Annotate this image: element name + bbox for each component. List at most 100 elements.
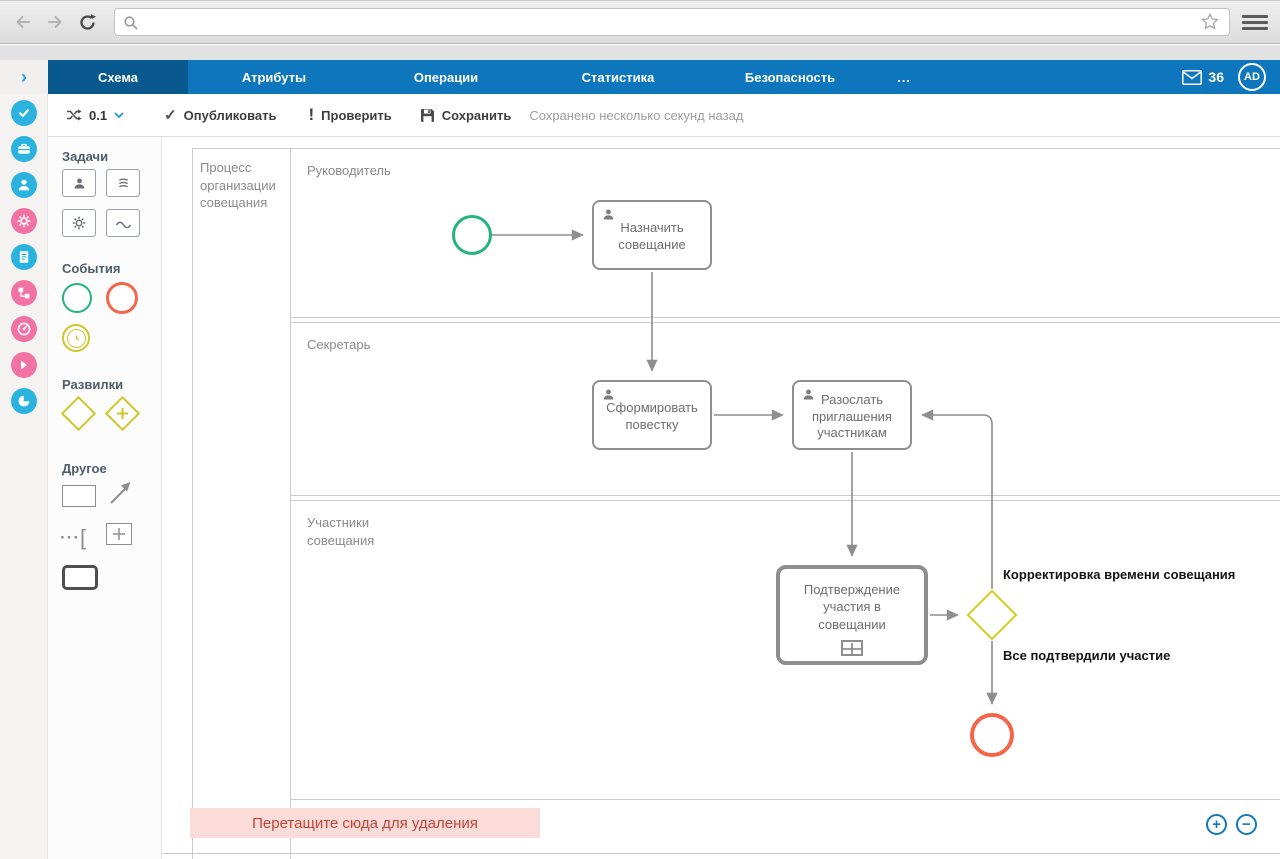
mail-indicator[interactable]: 36 <box>1182 69 1224 85</box>
diagram-toolbar: 0.1 ✓ Опубликовать ! Проверить Сохранить… <box>48 94 1280 137</box>
task-form-agenda[interactable]: Сформировать повестку <box>592 380 712 450</box>
lane-secretary[interactable]: Секретарь <box>290 322 1280 496</box>
reload-button[interactable] <box>74 9 100 35</box>
tab-more[interactable]: ... <box>897 69 911 85</box>
sidebar-item-launch[interactable] <box>10 352 37 378</box>
palette-script-task[interactable] <box>106 169 140 197</box>
palette-section-gateways: Развилки <box>62 377 124 392</box>
publish-button[interactable]: ✓ Опубликовать <box>164 106 276 124</box>
tilde-icon <box>115 221 131 228</box>
subprocess-expand-marker[interactable] <box>841 640 863 656</box>
timer-icon <box>66 328 86 348</box>
validate-button[interactable]: ! Проверить <box>309 105 392 125</box>
palette-parallel-gateway[interactable] <box>104 395 141 432</box>
chevron-right-icon: › <box>21 66 27 87</box>
sidebar-item-reports[interactable] <box>10 388 37 414</box>
person-icon <box>803 389 814 400</box>
sidebar-item-projects[interactable] <box>10 136 37 162</box>
address-bar[interactable] <box>114 8 1230 36</box>
tab-schema[interactable]: Схема <box>48 60 188 94</box>
task-send-invitations[interactable]: Разослать приглашения участникам <box>792 380 912 450</box>
app-navbar: › Схема Атрибуты Операции Статистика Без… <box>0 60 1280 94</box>
zoom-out-button[interactable]: − <box>1236 814 1257 835</box>
sidebar-item-metrics[interactable] <box>10 316 37 342</box>
validate-label: Проверить <box>321 107 392 123</box>
flowchart-icon <box>18 287 29 299</box>
pie-chart-icon <box>18 395 30 407</box>
person-icon <box>74 177 84 189</box>
canvas-bottom-border <box>162 853 1280 854</box>
save-button[interactable]: Сохранить <box>420 107 512 123</box>
back-icon <box>16 16 30 28</box>
tab-statistics[interactable]: Статистика <box>581 69 655 85</box>
person-icon <box>18 179 29 191</box>
avatar[interactable]: AD <box>1238 63 1266 91</box>
pool-left-border <box>192 148 193 859</box>
delete-drop-zone[interactable]: Перетащите сюда для удаления <box>190 808 540 838</box>
dots-icon: ··· <box>60 528 80 547</box>
search-icon <box>124 15 138 30</box>
forward-icon <box>48 16 62 28</box>
palette-section-events: События <box>62 261 121 276</box>
palette-connector-arrow[interactable] <box>106 479 136 509</box>
pool-top-border <box>192 148 290 149</box>
tab-operations[interactable]: Операции <box>413 69 479 85</box>
sidebar-expand-button[interactable]: › <box>0 60 48 94</box>
palette-timer-event[interactable] <box>62 324 90 352</box>
lane-label: Руководитель <box>307 163 391 178</box>
palette-wave-task[interactable] <box>106 209 140 237</box>
sidebar-item-contacts[interactable] <box>10 172 37 198</box>
floppy-disk-icon <box>420 108 434 122</box>
palette-end-event[interactable] <box>106 282 138 314</box>
forward-button[interactable] <box>42 9 68 35</box>
envelope-icon <box>1182 69 1203 85</box>
chrome-strip <box>0 45 1280 60</box>
subprocess-confirm-participation[interactable]: Подтверждение участия в совещании <box>776 565 928 665</box>
palette-group[interactable] <box>62 565 98 590</box>
clock-hands-icon <box>75 334 79 340</box>
shape-palette: Задачи События Развилки Другое ···[ <box>48 137 162 859</box>
tab-security[interactable]: Безопасность <box>744 69 836 85</box>
menu-button[interactable] <box>1242 11 1268 33</box>
start-event[interactable] <box>452 215 492 255</box>
sidebar-item-documents[interactable] <box>10 244 37 270</box>
bookmark-star-icon[interactable] <box>1199 11 1221 33</box>
palette-service-task[interactable] <box>62 209 96 237</box>
script-icon <box>118 178 128 187</box>
pool-label[interactable]: Процесс организации совещания <box>200 160 276 211</box>
check-icon: ✓ <box>164 107 177 124</box>
plus-icon <box>843 643 861 655</box>
sidebar-item-tasks[interactable] <box>10 100 37 126</box>
back-button[interactable] <box>10 9 36 35</box>
palette-rectangle[interactable] <box>62 485 96 507</box>
subprocess-label: Подтверждение участия в совещании <box>803 581 901 632</box>
end-event[interactable] <box>970 713 1014 757</box>
lane-manager[interactable]: Руководитель <box>290 148 1280 318</box>
exclamation-icon: ! <box>308 105 315 124</box>
chevron-down-icon <box>114 111 124 118</box>
palette-start-event[interactable] <box>62 283 92 313</box>
task-label: Сформировать повестку <box>606 400 698 432</box>
palette-user-task[interactable] <box>62 169 96 197</box>
zoom-in-button[interactable]: + <box>1206 814 1227 835</box>
navbar-right: 36 AD <box>1182 60 1280 94</box>
sidebar-item-processes[interactable] <box>10 280 37 306</box>
gauge-icon <box>17 322 30 336</box>
tab-attributes[interactable]: Атрибуты <box>241 69 307 85</box>
lane-label: Участники совещания <box>307 515 375 548</box>
palette-subprocess[interactable] <box>106 523 132 545</box>
diagram-canvas[interactable]: Процесс организации совещания Руководите… <box>162 137 1280 859</box>
mail-count: 36 <box>1208 69 1224 85</box>
menu-icon <box>1242 14 1268 18</box>
browser-chrome <box>0 0 1280 44</box>
version-dropdown[interactable]: 0.1 <box>66 108 124 123</box>
task-label: Назначить совещание <box>618 220 686 252</box>
lane-participants[interactable]: Участники совещания <box>290 500 1280 800</box>
sidebar-item-settings[interactable] <box>10 208 37 234</box>
palette-exclusive-gateway[interactable] <box>60 395 97 432</box>
palette-annotation[interactable]: ···[ <box>60 525 86 551</box>
save-label: Сохранить <box>441 107 512 123</box>
bracket-icon: [ <box>79 525 87 550</box>
task-assign-meeting[interactable]: Назначить совещание <box>592 200 712 270</box>
save-status-text: Сохранено несколько секунд назад <box>529 107 744 123</box>
